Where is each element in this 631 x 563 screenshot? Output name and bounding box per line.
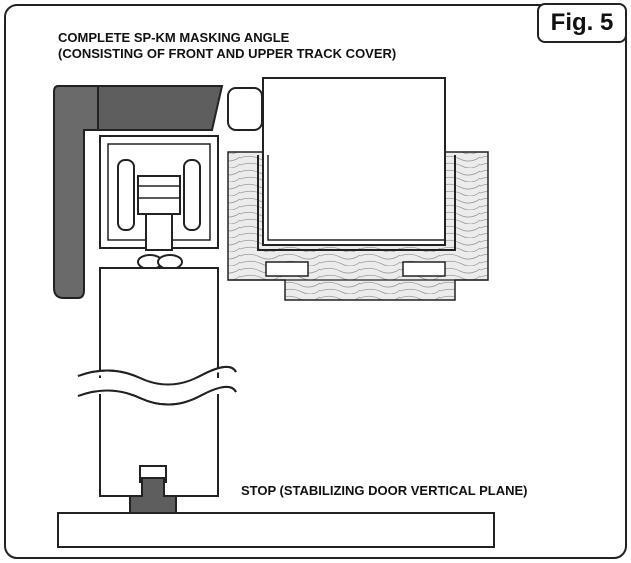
upper-track-cover <box>97 85 263 131</box>
sliding-door-leaf <box>77 267 237 497</box>
masking-angle-label-line2: (CONSISTING OF FRONT AND UPPER TRACK COV… <box>58 46 397 61</box>
door-panel-upper <box>257 77 456 251</box>
figure-border <box>4 4 627 559</box>
front-masking-angle <box>53 85 99 299</box>
roller-carriage <box>117 159 201 270</box>
figure-number-badge: Fig. 5 <box>537 3 627 43</box>
masking-angle-label-line1: COMPLETE SP-KM MASKING ANGLE <box>58 30 290 45</box>
bottom-clip-left <box>265 261 309 277</box>
stop-label: STOP (STABILIZING DOOR VERTICAL PLANE) <box>241 483 528 498</box>
bottom-clip-right <box>402 261 446 277</box>
floor <box>57 512 495 548</box>
floor-stop <box>129 465 177 514</box>
